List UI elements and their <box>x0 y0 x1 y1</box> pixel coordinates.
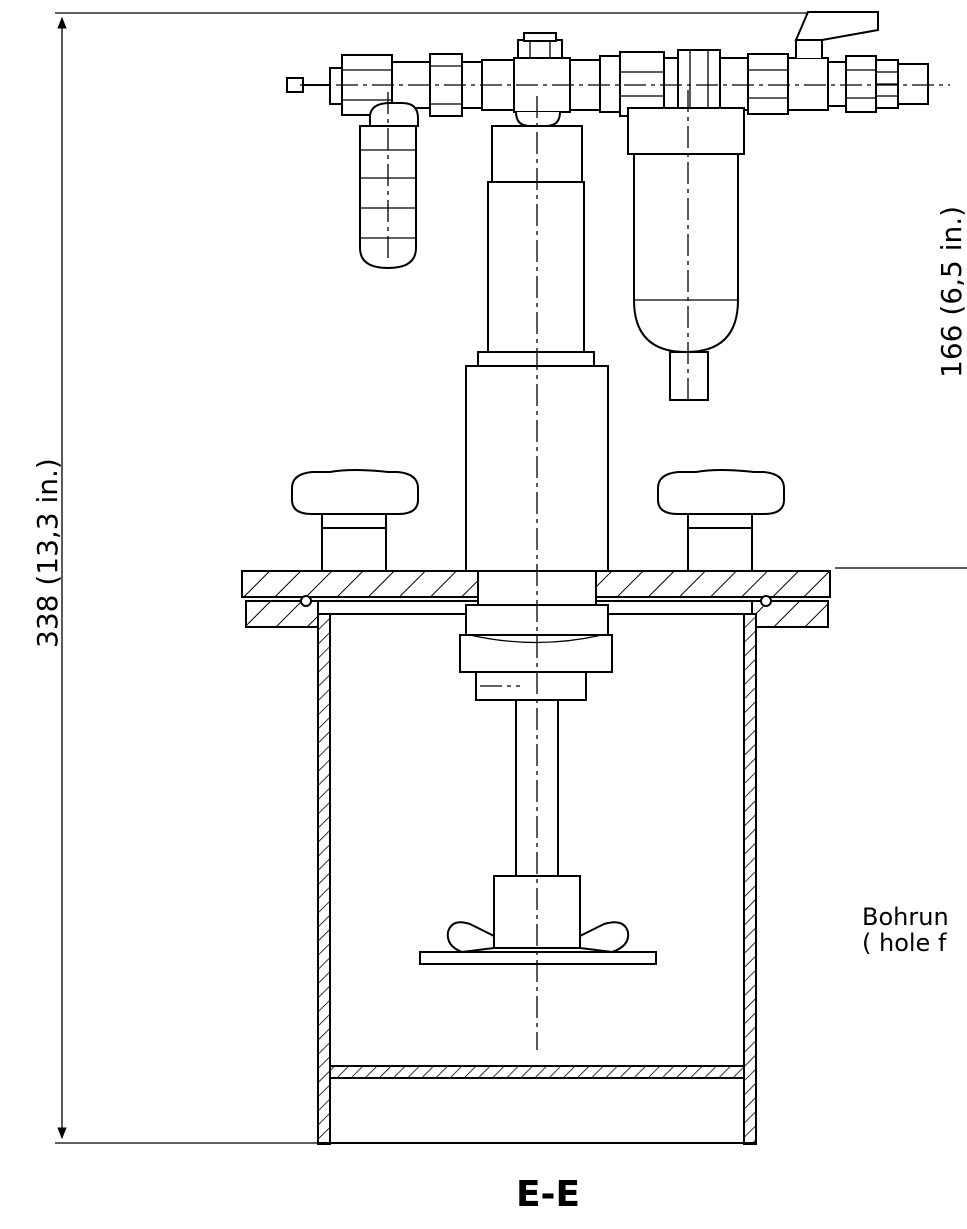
left-knob <box>291 469 419 573</box>
tank <box>317 613 757 1145</box>
overall-dimension <box>55 12 878 1144</box>
left-gauge <box>359 92 419 270</box>
upper-height-label: 166 (6,5 in.) <box>935 206 967 378</box>
agitator <box>419 699 657 965</box>
lid-flange <box>241 570 831 628</box>
right-knob <box>657 469 785 573</box>
note-line-2: ( hole f <box>862 929 947 957</box>
shaft-nuts <box>459 570 613 701</box>
note-line-1: Bohrun <box>862 903 949 931</box>
section-label: E-E <box>516 1174 580 1215</box>
filter-bowl <box>627 90 745 402</box>
overall-height-label: 338 (13,3 in.) <box>31 458 64 648</box>
valve-manifold <box>286 11 950 119</box>
